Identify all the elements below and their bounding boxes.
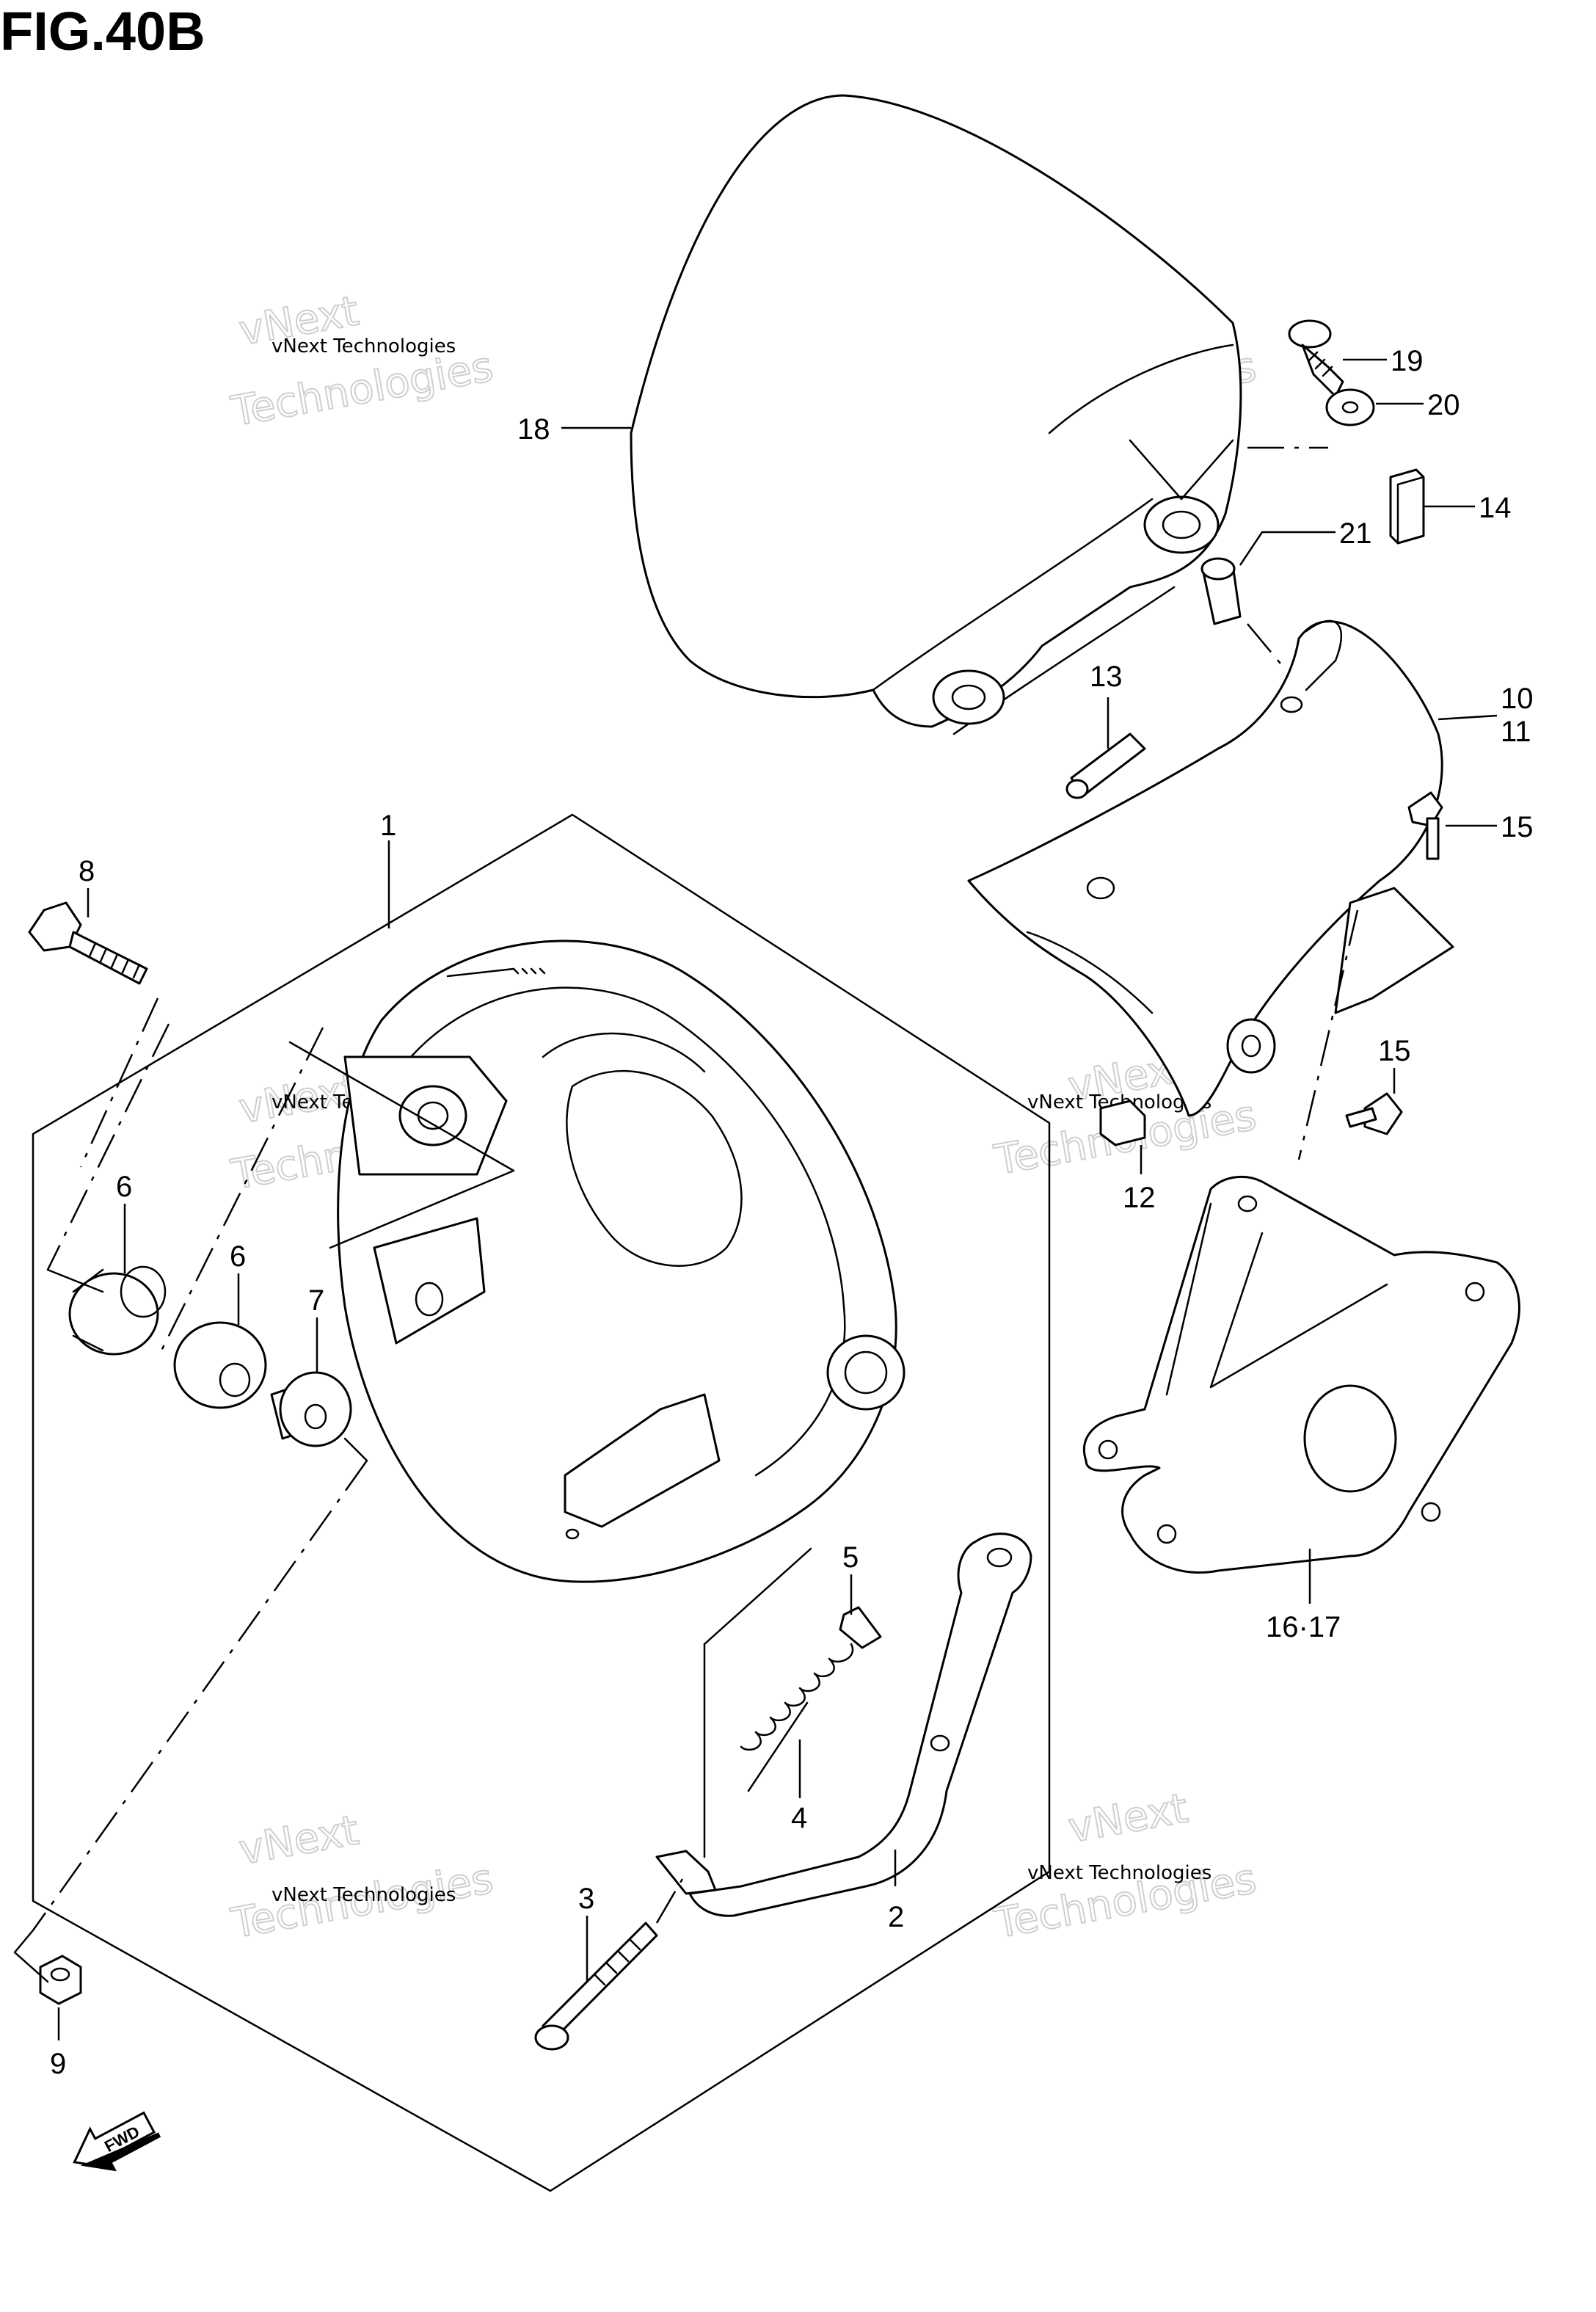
callout-5: 5 [842, 1541, 859, 1574]
watermark-big-1: vNext [1065, 1784, 1191, 1852]
assembly-outline-box [32, 813, 1051, 2192]
watermark-small: vNext Technologies [272, 335, 456, 357]
callout-19: 19 [1391, 345, 1424, 377]
assembly-line-nut-col [1247, 623, 1285, 669]
callout-12: 12 [1123, 1182, 1156, 1214]
callout-6-lower: 6 [230, 1240, 246, 1273]
clip [839, 1606, 882, 1649]
callout-13: 13 [1090, 661, 1123, 693]
stay-bracket [1082, 1175, 1520, 1574]
headlight-cover [967, 619, 1454, 1117]
callout-20: 20 [1427, 389, 1460, 421]
cushion-12 [1099, 1099, 1146, 1146]
callout-1: 1 [380, 810, 396, 842]
nut [39, 1955, 82, 2005]
bolt [28, 901, 159, 1168]
screw-15-upper [1407, 791, 1443, 860]
watermark-big-1: vNext [236, 1806, 362, 1874]
watermark-bottom-right: vNext Technologies vNext Technologies [990, 1784, 1261, 1949]
cushion [1389, 468, 1425, 545]
watermark-top-left: vNext Technologies vNext Technologies [227, 286, 498, 437]
callout-21: 21 [1339, 517, 1372, 550]
callout-9: 9 [50, 2048, 66, 2080]
watermark-bottom-left: vNext Technologies vNext Technologies [227, 1806, 498, 1949]
callout-16-17: 16·17 [1266, 1611, 1341, 1643]
headlight-housing [337, 939, 906, 1583]
watermark-small: vNext Technologies [1027, 1862, 1211, 1884]
screw [534, 1878, 684, 2051]
assembly-line-screw15 [1297, 909, 1359, 1160]
callout-10: 10 [1501, 683, 1534, 715]
callout-15-upper: 15 [1501, 811, 1534, 843]
callout-2: 2 [888, 1901, 904, 1933]
assembly-line-grommet [46, 1023, 170, 1270]
cushion-13 [1065, 733, 1146, 799]
collar-nut [1200, 557, 1242, 625]
callout-18: 18 [517, 413, 550, 446]
callout-4: 4 [791, 1802, 807, 1834]
leader-10 [1438, 714, 1498, 721]
fwd-arrow: FWD [73, 2111, 161, 2172]
figure-title: FIG.40B [0, 1, 205, 62]
callout-7: 7 [308, 1284, 324, 1317]
assembly-line-nut2 [13, 1929, 49, 1983]
screw-windscreen [1288, 319, 1344, 398]
leader-21 [1239, 531, 1336, 566]
callout-14: 14 [1479, 492, 1512, 524]
washer [1325, 388, 1375, 426]
windscreen [630, 94, 1242, 735]
callout-8: 8 [79, 855, 95, 887]
callout-3: 3 [578, 1883, 594, 1915]
assembly-line-grommet2 [46, 1268, 104, 1293]
callout-6-upper: 6 [116, 1171, 132, 1203]
callout-11: 11 [1501, 716, 1531, 748]
assembly-line-collar [343, 1437, 368, 1462]
collar [270, 1371, 352, 1447]
watermark-small: vNext Technologies [272, 1884, 456, 1906]
callout-15-lower: 15 [1378, 1035, 1411, 1067]
screw-15-lower [1345, 1092, 1403, 1135]
grommet-lower [173, 1321, 267, 1409]
grommet-upper [68, 1265, 167, 1356]
assembly-line-corner [288, 1041, 515, 1249]
spring [740, 1643, 854, 1792]
assembly-line-nut [32, 1460, 368, 1931]
headlight-bracket [655, 1533, 1032, 1917]
